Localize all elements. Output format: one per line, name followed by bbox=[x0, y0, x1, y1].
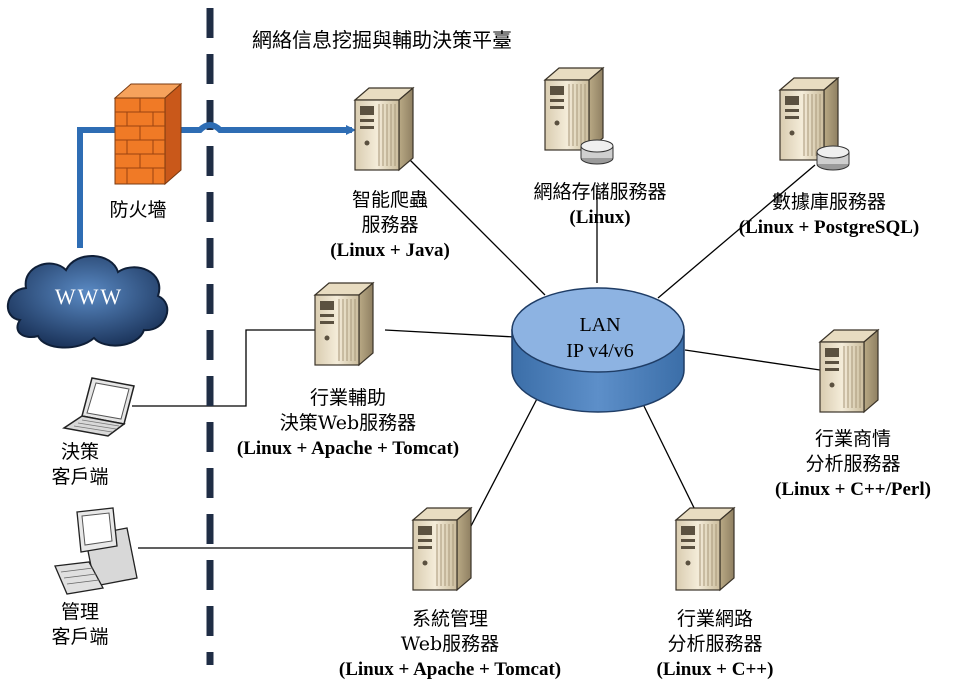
lan-label-line1: LAN bbox=[579, 314, 621, 336]
crawler-server-icon bbox=[354, 87, 414, 171]
firewall-label: 防火墻 bbox=[109, 199, 167, 221]
diagram-title: 網絡信息挖掘與輔助決策平臺 bbox=[252, 28, 512, 52]
network-analysis-server-label: 行業網路 分析服務器 (Linux + C++) bbox=[630, 607, 800, 682]
decision-web-line3: (Linux + Apache + Tomcat) bbox=[236, 438, 460, 459]
sysadmin-line3: (Linux + Apache + Tomcat) bbox=[338, 659, 562, 680]
network-line3: (Linux + C++) bbox=[656, 659, 774, 680]
storage-server-label: 網絡存儲服務器 (Linux) bbox=[500, 180, 700, 230]
database-line1: 數據庫服務器 bbox=[771, 191, 886, 213]
crawler-line1: 智能爬蟲 bbox=[351, 189, 428, 211]
sysadmin-web-server-icon bbox=[412, 507, 472, 591]
crawler-line3: (Linux + Java) bbox=[330, 240, 450, 261]
decision-client-line1: 決策 bbox=[60, 441, 99, 463]
network-line1: 行業網路 bbox=[676, 608, 753, 630]
laptop-icon bbox=[62, 377, 135, 437]
network-line2: 分析服務器 bbox=[667, 633, 763, 655]
database-server-icon bbox=[779, 77, 850, 171]
internet-access-arrow bbox=[77, 122, 356, 248]
internet-label: WWW bbox=[54, 284, 124, 309]
market-line1: 行業商情 bbox=[814, 428, 891, 450]
sysadmin-web-server-label: 系統管理 Web服務器 (Linux + Apache + Tomcat) bbox=[310, 607, 590, 682]
market-analysis-server-label: 行業商情 分析服務器 (Linux + C++/Perl) bbox=[758, 427, 948, 502]
storage-server-icon bbox=[544, 67, 614, 165]
crawler-server-label: 智能爬蟲 服務器 (Linux + Java) bbox=[300, 188, 480, 263]
market-line3: (Linux + C++/Perl) bbox=[775, 479, 931, 500]
admin-client-line1: 管理 bbox=[60, 601, 99, 623]
storage-line1: 網絡存儲服務器 bbox=[533, 181, 667, 203]
decision-web-server-label: 行業輔助 決策Web服務器 (Linux + Apache + Tomcat) bbox=[208, 386, 488, 461]
lan-label-line2: IP v4/v6 bbox=[566, 340, 634, 362]
sysadmin-line1: 系統管理 bbox=[411, 608, 488, 630]
decision-client-label: 決策 客戶端 bbox=[40, 440, 120, 490]
lan-cylinder bbox=[511, 287, 685, 413]
desktop-computer-icon bbox=[54, 507, 138, 595]
database-server-label: 數據庫服務器 (Linux + PostgreSQL) bbox=[718, 190, 940, 240]
cloud-icon bbox=[6, 255, 169, 349]
crawler-line2: 服務器 bbox=[361, 214, 419, 236]
admin-client-label: 管理 客戶端 bbox=[40, 600, 120, 650]
market-line2: 分析服務器 bbox=[805, 453, 901, 475]
decision-web-line1: 行業輔助 bbox=[309, 387, 386, 409]
lan-connection-lines bbox=[132, 149, 821, 549]
lan-label: LAN IP v4/v6 bbox=[535, 312, 665, 364]
decision-web-server-icon bbox=[314, 282, 374, 366]
decision-client-line2: 客戶端 bbox=[51, 466, 109, 488]
network-analysis-server-icon bbox=[675, 507, 735, 591]
decision-web-line2: 決策Web服務器 bbox=[279, 412, 417, 434]
database-line2: (Linux + PostgreSQL) bbox=[738, 217, 920, 238]
sysadmin-line2: Web服務器 bbox=[400, 633, 500, 655]
admin-client-line2: 客戶端 bbox=[51, 626, 109, 648]
firewall-icon bbox=[113, 82, 183, 186]
market-analysis-server-icon bbox=[819, 329, 879, 413]
storage-line2: (Linux) bbox=[569, 207, 631, 228]
